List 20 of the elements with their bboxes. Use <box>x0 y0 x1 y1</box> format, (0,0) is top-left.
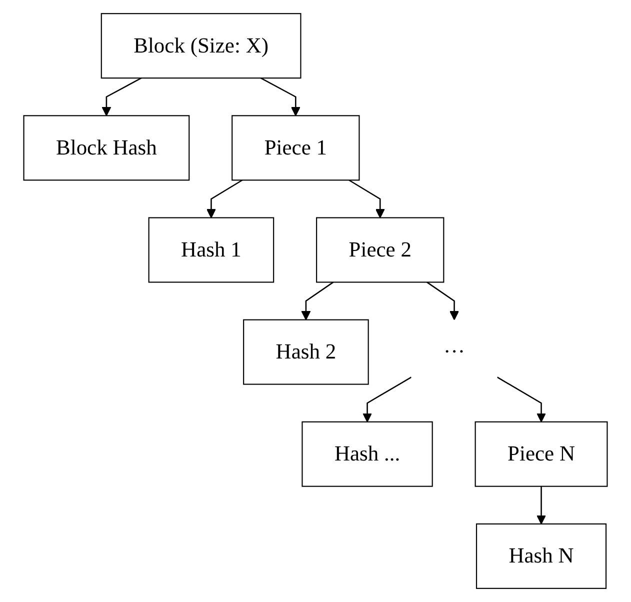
node-box <box>476 523 607 589</box>
flowchart: Block (Size: X) Block Hash Piece 1 Hash 1 Piece 2 Hash 2 ··· Hash ... Piece N Hash N <box>5 5 626 597</box>
node-box <box>302 421 433 487</box>
node-box <box>243 319 369 385</box>
node-box <box>23 115 190 181</box>
node-text: ··· <box>444 340 466 364</box>
arrow <box>426 282 459 320</box>
node-box <box>474 421 608 487</box>
node-box <box>316 217 444 283</box>
arrow <box>536 486 546 524</box>
node-box <box>100 13 302 79</box>
arrow <box>260 78 300 116</box>
arrow <box>362 376 412 422</box>
node-box <box>148 217 274 283</box>
arrow <box>102 78 142 116</box>
arrow <box>348 180 385 218</box>
arrow <box>206 180 243 218</box>
arrow <box>301 282 334 320</box>
arrow <box>496 376 546 422</box>
node-box <box>232 115 360 181</box>
